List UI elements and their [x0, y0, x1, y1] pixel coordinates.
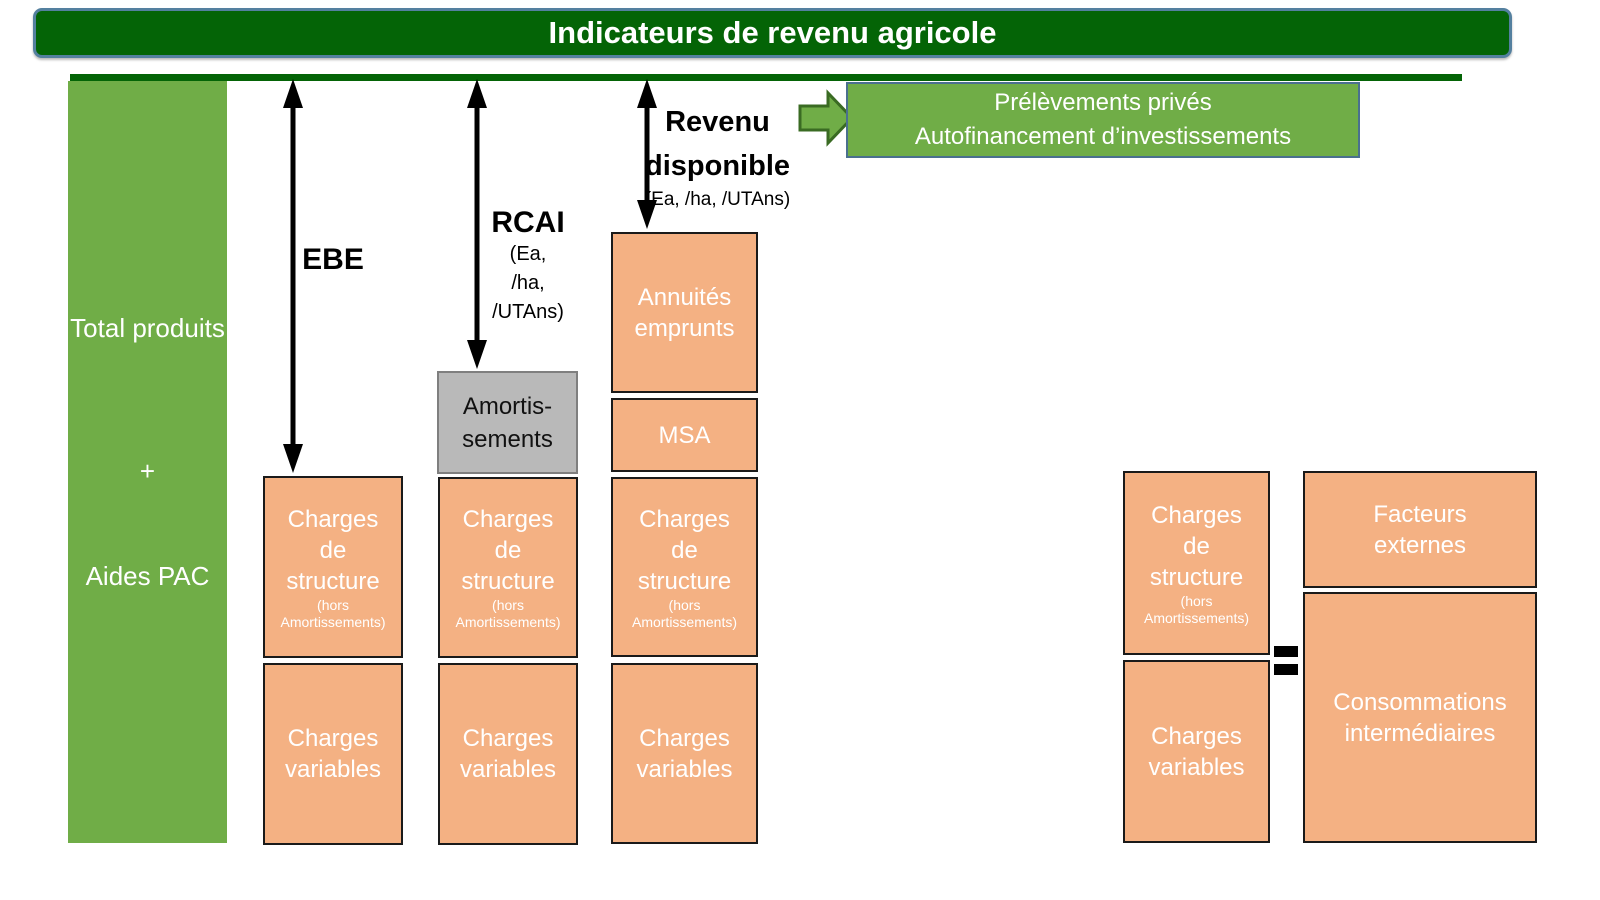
- aides-pac-label: Aides PAC: [85, 561, 210, 591]
- ebe-label: EBE: [302, 243, 364, 276]
- ebe-arrow-icon: [280, 78, 306, 474]
- rcai-label: RCAI (Ea, /ha, /UTAns): [491, 206, 565, 323]
- charges-structure-box-revenu: Charges de structure (hors Amortissement…: [611, 477, 758, 657]
- charges-variables-box-rcai: Charges variables: [438, 663, 578, 845]
- charges-variables-box-right: Charges variables: [1123, 660, 1270, 843]
- amortissements-box: Amortis- sements: [437, 371, 578, 474]
- annuites-emprunts-box: Annuités emprunts: [611, 232, 758, 393]
- charges-structure-box-ebe: Charges de structure (hors Amortissement…: [263, 476, 403, 658]
- top-rule: [70, 74, 1462, 81]
- revenu-arrow-icon: [634, 78, 660, 230]
- charges-variables-box-revenu: Charges variables: [611, 663, 758, 844]
- rcai-arrow-icon: [464, 78, 490, 370]
- charges-variables-box-ebe: Charges variables: [263, 663, 403, 845]
- facteurs-externes-box: Facteurs externes: [1303, 471, 1537, 588]
- plus-sign: +: [139, 456, 156, 486]
- page-title-text: Indicateurs de revenu agricole: [548, 15, 997, 50]
- total-produits-label: Total produits: [70, 313, 225, 343]
- revenu-disponible-label: Revenu disponible (Ea, /ha, /UTAns): [644, 106, 791, 210]
- total-produits-bar: Total produits + Aides PAC: [68, 81, 227, 843]
- charges-structure-box-rcai: Charges de structure (hors Amortissement…: [438, 477, 578, 658]
- charges-structure-box-right: Charges de structure (hors Amortissement…: [1123, 471, 1270, 655]
- consommations-intermediaires-box: Consommations intermédiaires: [1303, 592, 1537, 843]
- page-title: Indicateurs de revenu agricole: [33, 8, 1512, 58]
- msa-box: MSA: [611, 398, 758, 472]
- prelevements-box: Prélèvements privés Autofinancement d’in…: [846, 82, 1360, 158]
- equals-sign: [1274, 646, 1298, 676]
- green-arrow-icon: [798, 89, 854, 147]
